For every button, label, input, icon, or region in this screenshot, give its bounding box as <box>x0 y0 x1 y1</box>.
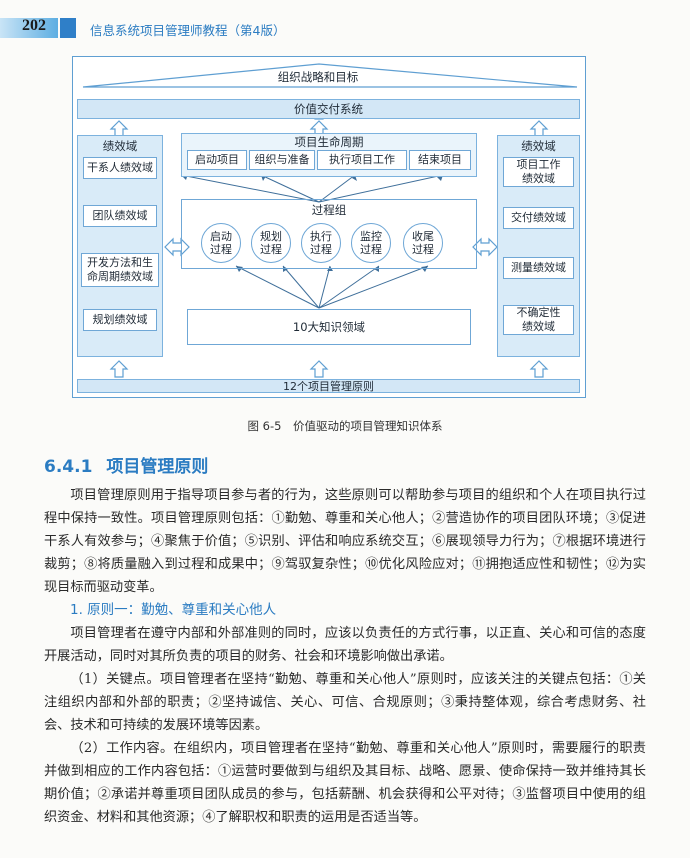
book-title: 信息系统项目管理师教程（第4版） <box>90 23 286 38</box>
process-circle: 规划 过程 <box>251 223 291 263</box>
section-title: 项目管理原则 <box>106 457 209 477</box>
lifecycle-phase: 启动项目 <box>187 150 247 170</box>
process-group-title: 过程组 <box>311 203 347 217</box>
body-paragraph: （2）工作内容。在组织内，项目管理者在坚持“勤勉、尊重和关心他人”原则时，需要履… <box>44 741 646 825</box>
process-circle: 执行 过程 <box>301 223 341 263</box>
body-paragraph: （1）关键点。项目管理者在坚持“勤勉、尊重和关心他人”原则时，应该关注的关键点包… <box>44 672 646 733</box>
arrow-up-icon <box>309 360 329 378</box>
right-domain-box: 测量绩效域 <box>503 257 574 279</box>
arrow-up-icon <box>529 360 549 378</box>
arrow-up-icon <box>529 120 549 137</box>
right-domain-box: 不确定性 绩效域 <box>503 305 574 335</box>
arrow-up-icon <box>109 360 129 378</box>
knowledge-areas-box: 10大知识领域 <box>187 309 471 345</box>
lifecycle-title: 项目生命周期 <box>294 135 364 149</box>
lifecycle-phase: 结束项目 <box>409 150 471 170</box>
section-heading: 6.4.1 项目管理原则 <box>44 452 208 477</box>
right-panel-title: 绩效域 <box>521 139 556 153</box>
right-domain-box: 交付绩效域 <box>503 207 574 229</box>
page-header: 202 信息系统项目管理师教程（第4版） <box>0 14 690 40</box>
principles-band: 12个项目管理原则 <box>77 379 580 393</box>
left-domain-box: 干系人绩效域 <box>83 157 157 179</box>
left-domain-box: 规划绩效域 <box>83 309 157 331</box>
strategy-label: 组织战略和目标 <box>277 70 359 84</box>
figure-frame: 组织战略和目标 价值交付系统 绩效域 干系人绩效域 团队绩效域 开发方法和生 命… <box>72 56 586 398</box>
process-circle: 启动 过程 <box>201 223 241 263</box>
arrow-up-icon <box>109 120 129 137</box>
lifecycle-phase: 组织与准备 <box>249 150 315 170</box>
intro-paragraph: 项目管理原则用于指导项目参与者的行为，这些原则可以帮助参与项目的组织和个人在项目… <box>44 488 646 595</box>
right-domain-box: 项目工作 绩效域 <box>503 157 574 187</box>
body-paragraph: 项目管理者在遵守内部和外部准则的同时，应该以负责任的方式行事，以正直、关心和可信… <box>44 626 646 664</box>
section-number: 6.4.1 <box>44 457 93 477</box>
left-panel-title: 绩效域 <box>102 139 138 153</box>
double-arrow-left-icon <box>164 237 190 257</box>
lifecycle-phase: 执行项目工作 <box>317 150 407 170</box>
figure-caption: 图 6-5 价值驱动的项目管理知识体系 <box>247 419 443 433</box>
left-domain-box: 团队绩效域 <box>83 205 157 227</box>
process-circle: 监控 过程 <box>351 223 391 263</box>
process-circle: 收尾 过程 <box>403 223 443 263</box>
subsection-heading: 1. 原则一：勤勉、尊重和关心他人 <box>70 602 277 618</box>
header-accent-bar <box>0 18 58 38</box>
page-number: 202 <box>22 17 46 34</box>
strategy-roof <box>82 63 578 88</box>
header-accent-block <box>60 18 76 38</box>
value-delivery-band: 价值交付系统 <box>77 99 580 119</box>
left-domain-box: 开发方法和生 命周期绩效域 <box>81 253 159 287</box>
process-group-panel <box>181 199 477 269</box>
